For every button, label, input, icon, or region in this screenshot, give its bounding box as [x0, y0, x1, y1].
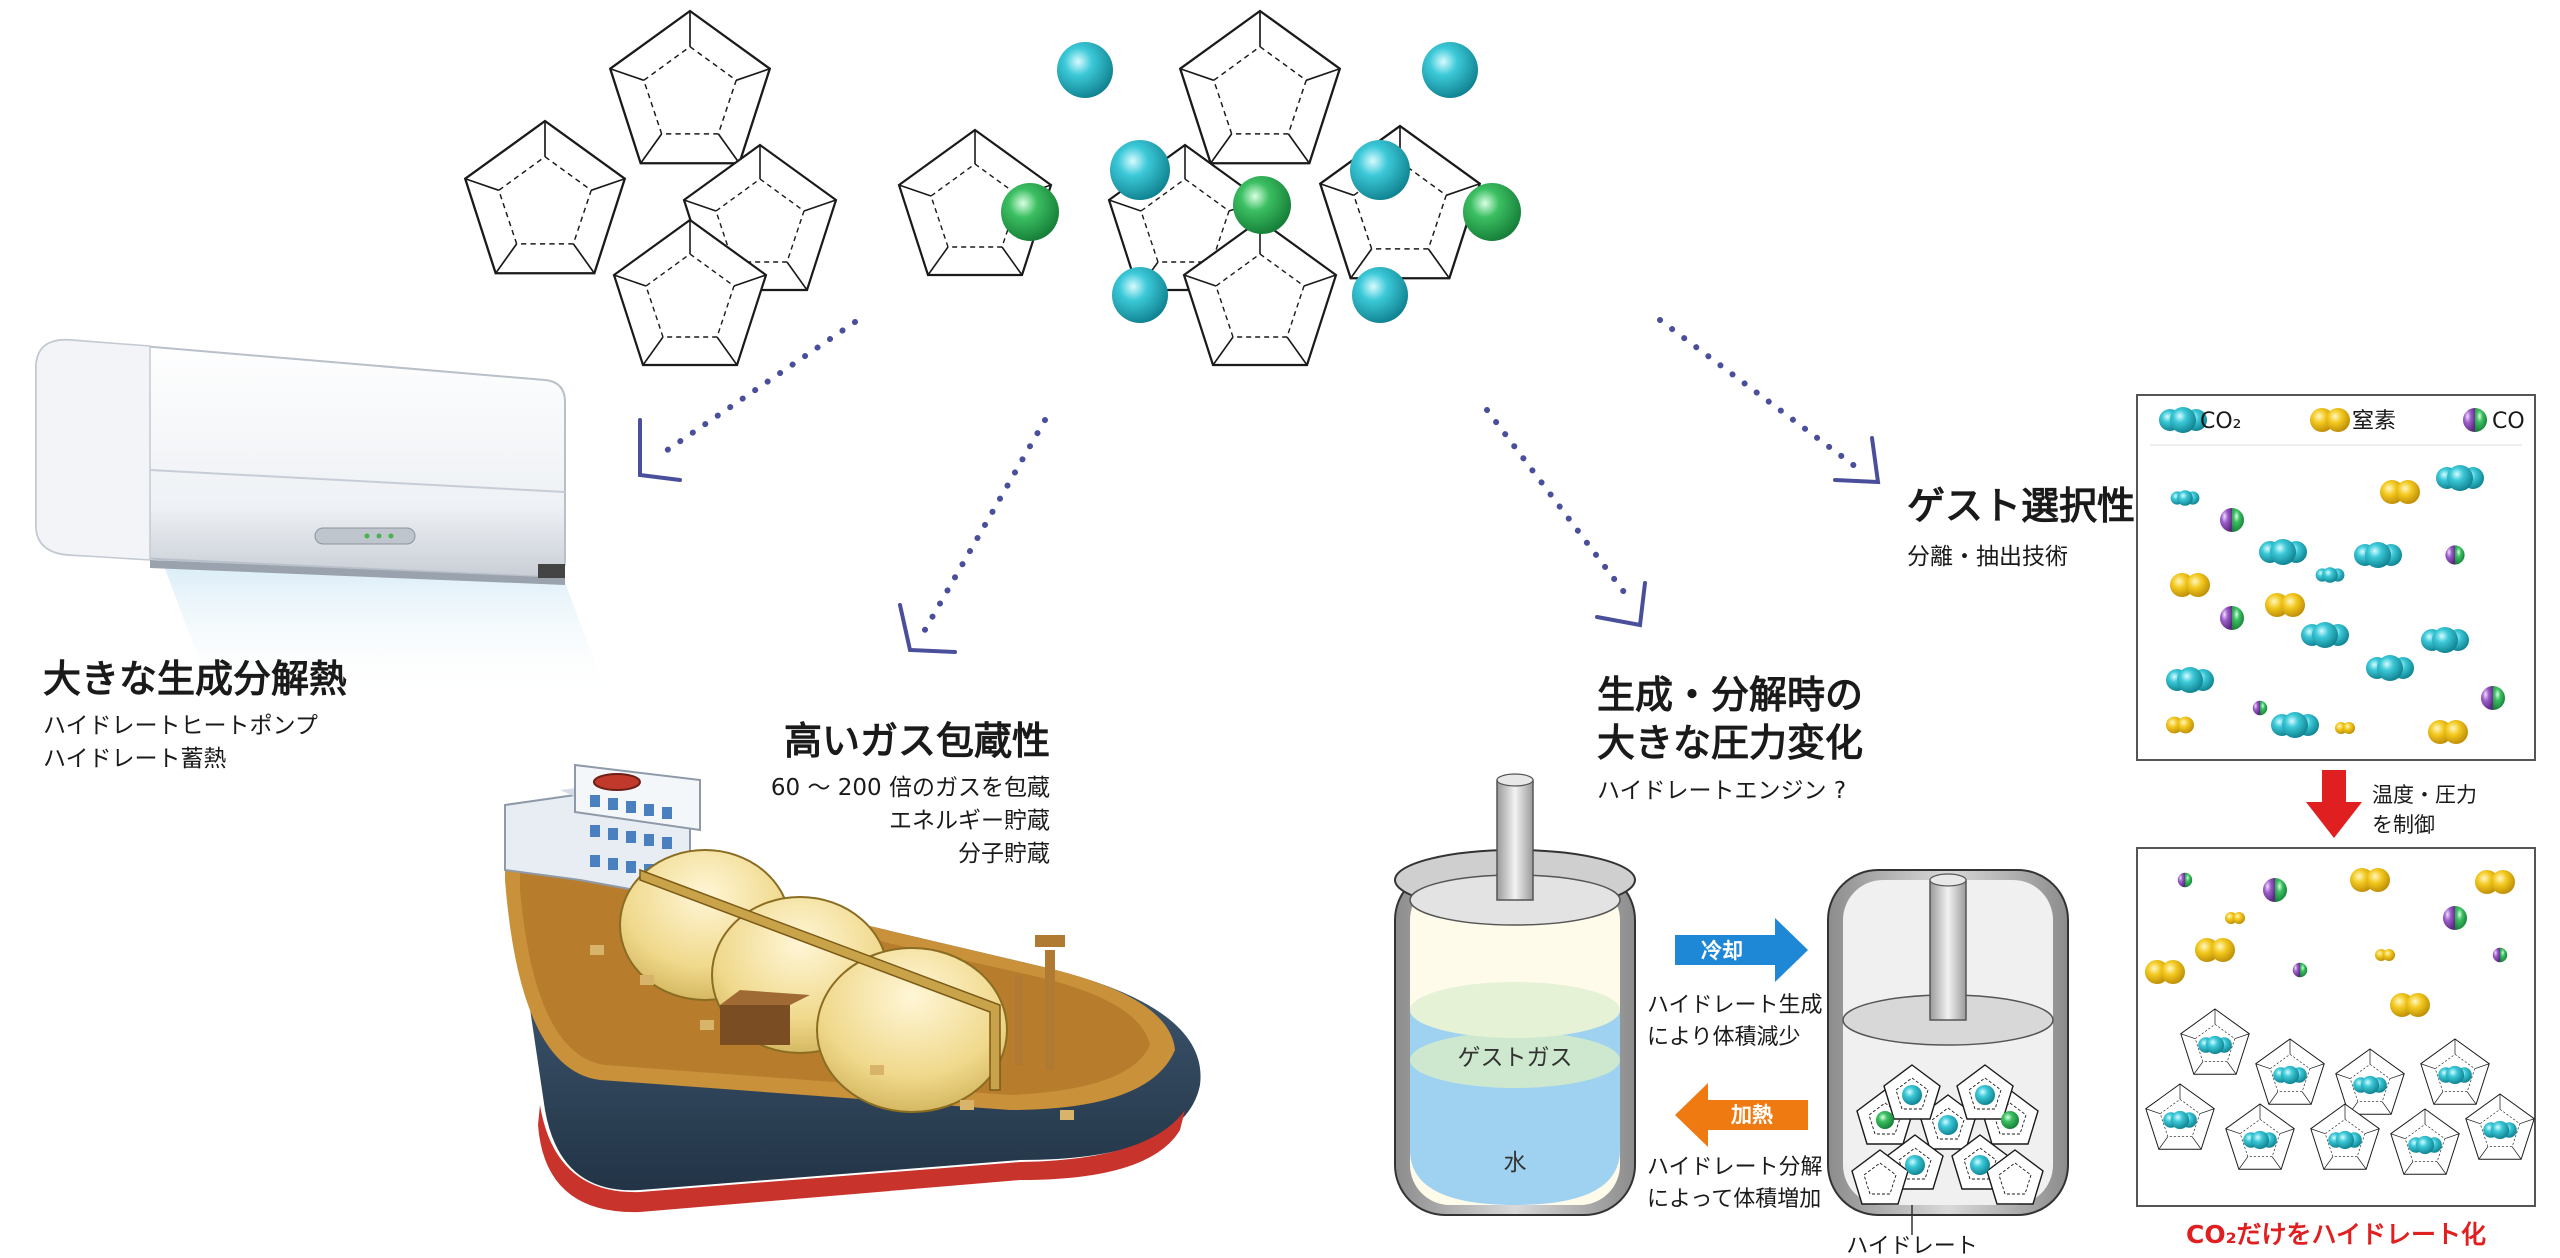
hydrate-structure-illustration	[464, 9, 1521, 367]
legend-nitrogen: 窒素	[2352, 409, 2396, 434]
heat-text-line: によって体積増加	[1647, 1186, 1822, 1212]
guest-molecule-cyan	[1422, 42, 1478, 98]
heat-text-line: ハイドレート分解	[1647, 1155, 1823, 1180]
arrow-to-pressure	[1484, 407, 1647, 628]
cool-label: 冷却	[1701, 939, 1743, 963]
guest-molecule-cyan	[1352, 267, 1408, 323]
air-conditioner-illustration	[35, 338, 610, 700]
gas-mixture-box	[2136, 394, 2536, 761]
cool-description: ハイドレート生成 により体積減少	[1647, 990, 1823, 1054]
guest-molecule-green	[1233, 176, 1291, 234]
guest-molecule-cyan	[1350, 140, 1410, 200]
storage-line: 分子貯蔵	[958, 841, 1050, 868]
co2-hydrate-box	[2136, 847, 2536, 1207]
storage-title: 高いガス包蔵性	[783, 719, 1050, 763]
heat-line: ハイドレート蓄熱	[43, 745, 227, 772]
pressure-title-line2: 大きな圧力変化	[1597, 720, 1864, 765]
arrow-to-heat	[638, 319, 858, 482]
arrow-to-selectivity	[1657, 317, 1881, 485]
heat-line: ハイドレートヒートポンプ	[43, 712, 318, 739]
heat-description: ハイドレート分解 によって体積増加	[1647, 1152, 1823, 1216]
gas-label: ゲストガス	[1458, 1045, 1573, 1071]
control-description: 温度・圧力 を制御	[2372, 780, 2477, 841]
control-text-line: を制御	[2372, 813, 2435, 838]
control-arrow	[2306, 770, 2362, 838]
guest-molecule-green	[1463, 183, 1521, 241]
cool-text-line: により体積減少	[1647, 1024, 1801, 1050]
heat-arrow	[1675, 1083, 1808, 1147]
hydrate-label: ハイドレート	[1846, 1234, 1978, 1258]
selectivity-section: ゲスト選択性 分離・抽出技術	[1907, 483, 2135, 574]
piston-cylinder-hydrate	[1827, 869, 2069, 1235]
cool-text-line: ハイドレート生成	[1647, 993, 1823, 1018]
guest-molecule-cyan	[1110, 140, 1170, 200]
heat-section: 大きな生成分解熱 ハイドレートヒートポンプ ハイドレート蓄熱	[43, 656, 347, 776]
storage-line: 60 〜 200 倍のガスを包蔵	[770, 774, 1050, 801]
legend-co: CO	[2492, 409, 2525, 434]
cool-arrow	[1675, 918, 1808, 982]
lng-ship-illustration	[504, 763, 1201, 1213]
selectivity-title: ゲスト選択性	[1907, 484, 2136, 528]
pressure-title-line1: 生成・分解時の	[1597, 673, 1864, 717]
heat-label: 加熱	[1730, 1103, 1773, 1127]
storage-line: エネルギー貯蔵	[889, 807, 1050, 834]
arrow-to-storage	[898, 417, 1048, 654]
selectivity-line: 分離・抽出技術	[1907, 543, 2068, 570]
control-text-line: 温度・圧力	[2372, 783, 2477, 807]
water-label: 水	[1504, 1150, 1527, 1176]
pressure-line: ハイドレートエンジン ?	[1597, 778, 1847, 804]
guest-molecule-cyan	[1057, 42, 1113, 98]
heat-title: 大きな生成分解熱	[43, 657, 348, 701]
storage-section: 高いガス包蔵性 60 〜 200 倍のガスを包蔵 エネルギー貯蔵 分子貯蔵	[700, 718, 1050, 872]
guest-molecule-green	[1001, 183, 1059, 241]
legend-co2: CO₂	[2200, 409, 2242, 434]
piston-cylinder-gas	[1394, 773, 1636, 1216]
guest-molecule-cyan	[1112, 267, 1168, 323]
pressure-section: 生成・分解時の 大きな圧力変化 ハイドレートエンジン ?	[1597, 672, 1863, 808]
result-label: CO₂だけをハイドレート化	[2185, 1220, 2487, 1249]
